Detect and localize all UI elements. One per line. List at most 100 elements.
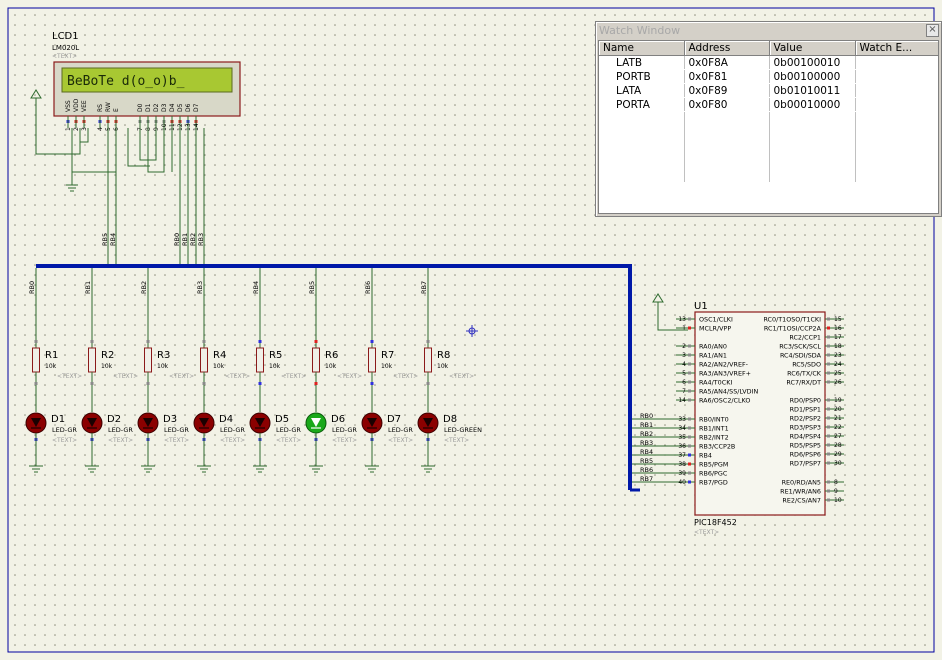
mcu-pin-state <box>688 453 691 457</box>
mcu-pin-name: OSC1/CLKI <box>699 316 733 324</box>
resistor-body[interactable] <box>368 347 376 373</box>
resistor-body[interactable] <box>424 347 432 373</box>
resistor-text-placeholder: <TEXT> <box>113 373 138 380</box>
resistor-body[interactable] <box>256 347 264 373</box>
pin-state-indicator <box>314 340 318 343</box>
watch-row[interactable]: PORTB 0x0F81 0b00100000 <box>599 69 938 84</box>
led-ref: D3 <box>163 414 177 425</box>
mcu-pin-state <box>688 353 691 357</box>
mcu-net-label: RB5 <box>640 457 653 465</box>
column-header-name[interactable]: Name <box>599 41 685 56</box>
mcu-pin-name: RC4/SDI/SDA <box>780 352 822 360</box>
mcu-pin-number: 13 <box>678 316 686 323</box>
watch-row[interactable]: LATB 0x0F8A 0b00100010 <box>599 55 938 70</box>
resistor-body[interactable] <box>32 347 40 373</box>
mcu-pin-state <box>827 398 830 402</box>
led-diode-symbol <box>87 418 97 427</box>
close-icon[interactable]: × <box>926 24 939 37</box>
mcu-pin-number: 28 <box>834 442 842 449</box>
led-part: LED-GR <box>220 426 245 434</box>
bus-net-label: RB5 <box>308 281 316 294</box>
mcu-pin-name: RB6/PGC <box>699 470 728 478</box>
pin-state-indicator <box>426 340 430 343</box>
lcd-display-text: BeBoTe d(o_o)b_ <box>67 74 185 89</box>
mcu-pin-name: RD0/PSP0 <box>790 397 821 405</box>
lcd-pin-name: D6 <box>185 103 192 112</box>
mcu-pin-number: 10 <box>834 497 842 504</box>
mcu-pin-state <box>827 461 830 465</box>
resistor-ref: R8 <box>437 350 450 361</box>
led-text-placeholder: <TEXT> <box>388 437 413 444</box>
pin-state-indicator <box>146 382 150 385</box>
watch-row-expression <box>855 55 938 70</box>
mcu-pin-state <box>827 371 830 375</box>
mcu-text-placeholder: <TEXT> <box>694 529 719 536</box>
mcu-pin-number: 8 <box>834 479 838 486</box>
lcd-component[interactable]: LCD1 LM020L <TEXT> BeBoTe d(o_o)b_ VSS1V… <box>52 31 241 131</box>
pin-state-indicator <box>202 382 206 385</box>
mcu-pin-number: 7 <box>682 388 686 395</box>
led-ref: D4 <box>219 414 233 425</box>
watch-row[interactable]: PORTA 0x0F80 0b00010000 <box>599 97 938 112</box>
mcu-pin-name: RA4/T0CKI <box>699 379 732 387</box>
bus-net-label: RB0 <box>28 281 36 294</box>
mcu-pin-state <box>827 425 830 429</box>
mcu-pin-name: RA3/AN3/VREF+ <box>699 370 751 378</box>
mcu-pin-number: 26 <box>834 379 842 386</box>
lcd-pin-name: D3 <box>161 103 168 112</box>
lcd-ref-label: LCD1 <box>52 31 79 42</box>
mcu-pin-name: RB2/INT2 <box>699 434 729 442</box>
resistor-body[interactable] <box>144 347 152 373</box>
pin-state-indicator <box>370 340 374 343</box>
resistor-value: 10k <box>157 363 169 370</box>
pin-state-indicator <box>90 340 94 343</box>
mcu-pin-name: RE1/WR/AN6 <box>780 488 821 496</box>
column-header-value[interactable]: Value <box>769 41 856 56</box>
mcu-pin-state <box>688 317 691 321</box>
led-diode-symbol <box>423 418 433 427</box>
led-text-placeholder: <TEXT> <box>108 437 133 444</box>
lcd-pin-number: 3 <box>81 127 88 131</box>
led-diode-symbol <box>199 418 209 427</box>
led-array: RB0R110k<TEXT>D1LED-GR<TEXT>RB1R210k<TEX… <box>25 268 482 473</box>
mcu-pin-state <box>827 353 830 357</box>
watch-grid[interactable]: Name Address Value Watch E... LATB 0x0F8… <box>598 40 939 214</box>
mcu-pin-name: RB1/INT1 <box>699 425 729 433</box>
lcd-pin-name: RS <box>97 104 104 112</box>
watch-window[interactable]: Watch Window × Name Address Value Watch … <box>595 21 942 217</box>
watch-row-value: 0b00100010 <box>769 55 856 70</box>
mcu-pin-name: RC1/T1OSI/CCP2A <box>764 325 822 333</box>
mcu-pin-name: RA5/AN4/SS/LVDIN <box>699 388 758 396</box>
resistor-body[interactable] <box>312 347 320 373</box>
watch-row-name: PORTB <box>599 69 685 84</box>
watch-row-value: 0b00100000 <box>769 69 856 84</box>
resistor-value: 10k <box>325 363 337 370</box>
resistor-body[interactable] <box>88 347 96 373</box>
watch-row-expression <box>855 97 938 112</box>
mcu-pin-name: RB0/INT0 <box>699 416 729 424</box>
watch-row[interactable]: LATA 0x0F89 0b01010011 <box>599 83 938 98</box>
mcu-pin-number: 5 <box>682 370 686 377</box>
mcu-pin-state <box>688 380 691 384</box>
lcd-net-label: RB2 <box>189 233 197 246</box>
mcu-pin-number: 21 <box>834 415 842 422</box>
mcu-pin-state <box>688 398 691 402</box>
mcu-pin-name: RB3/CCP2B <box>699 443 735 451</box>
mcu-pin-number: 38 <box>678 461 686 468</box>
column-header-watch-expression[interactable]: Watch E... <box>855 41 938 56</box>
watch-row-address: 0x0F81 <box>684 69 770 84</box>
mcu-pin-number: 36 <box>678 443 686 450</box>
led-ref: D6 <box>331 414 345 425</box>
mcu-pin-state <box>827 489 830 493</box>
resistor-body[interactable] <box>200 347 208 373</box>
led-part: LED-GREEN <box>444 426 482 434</box>
watch-window-title[interactable]: Watch Window × <box>596 22 941 39</box>
watch-row-address: 0x0F80 <box>684 97 770 112</box>
lcd-net-label: RB1 <box>181 233 189 246</box>
column-header-address[interactable]: Address <box>684 41 770 56</box>
